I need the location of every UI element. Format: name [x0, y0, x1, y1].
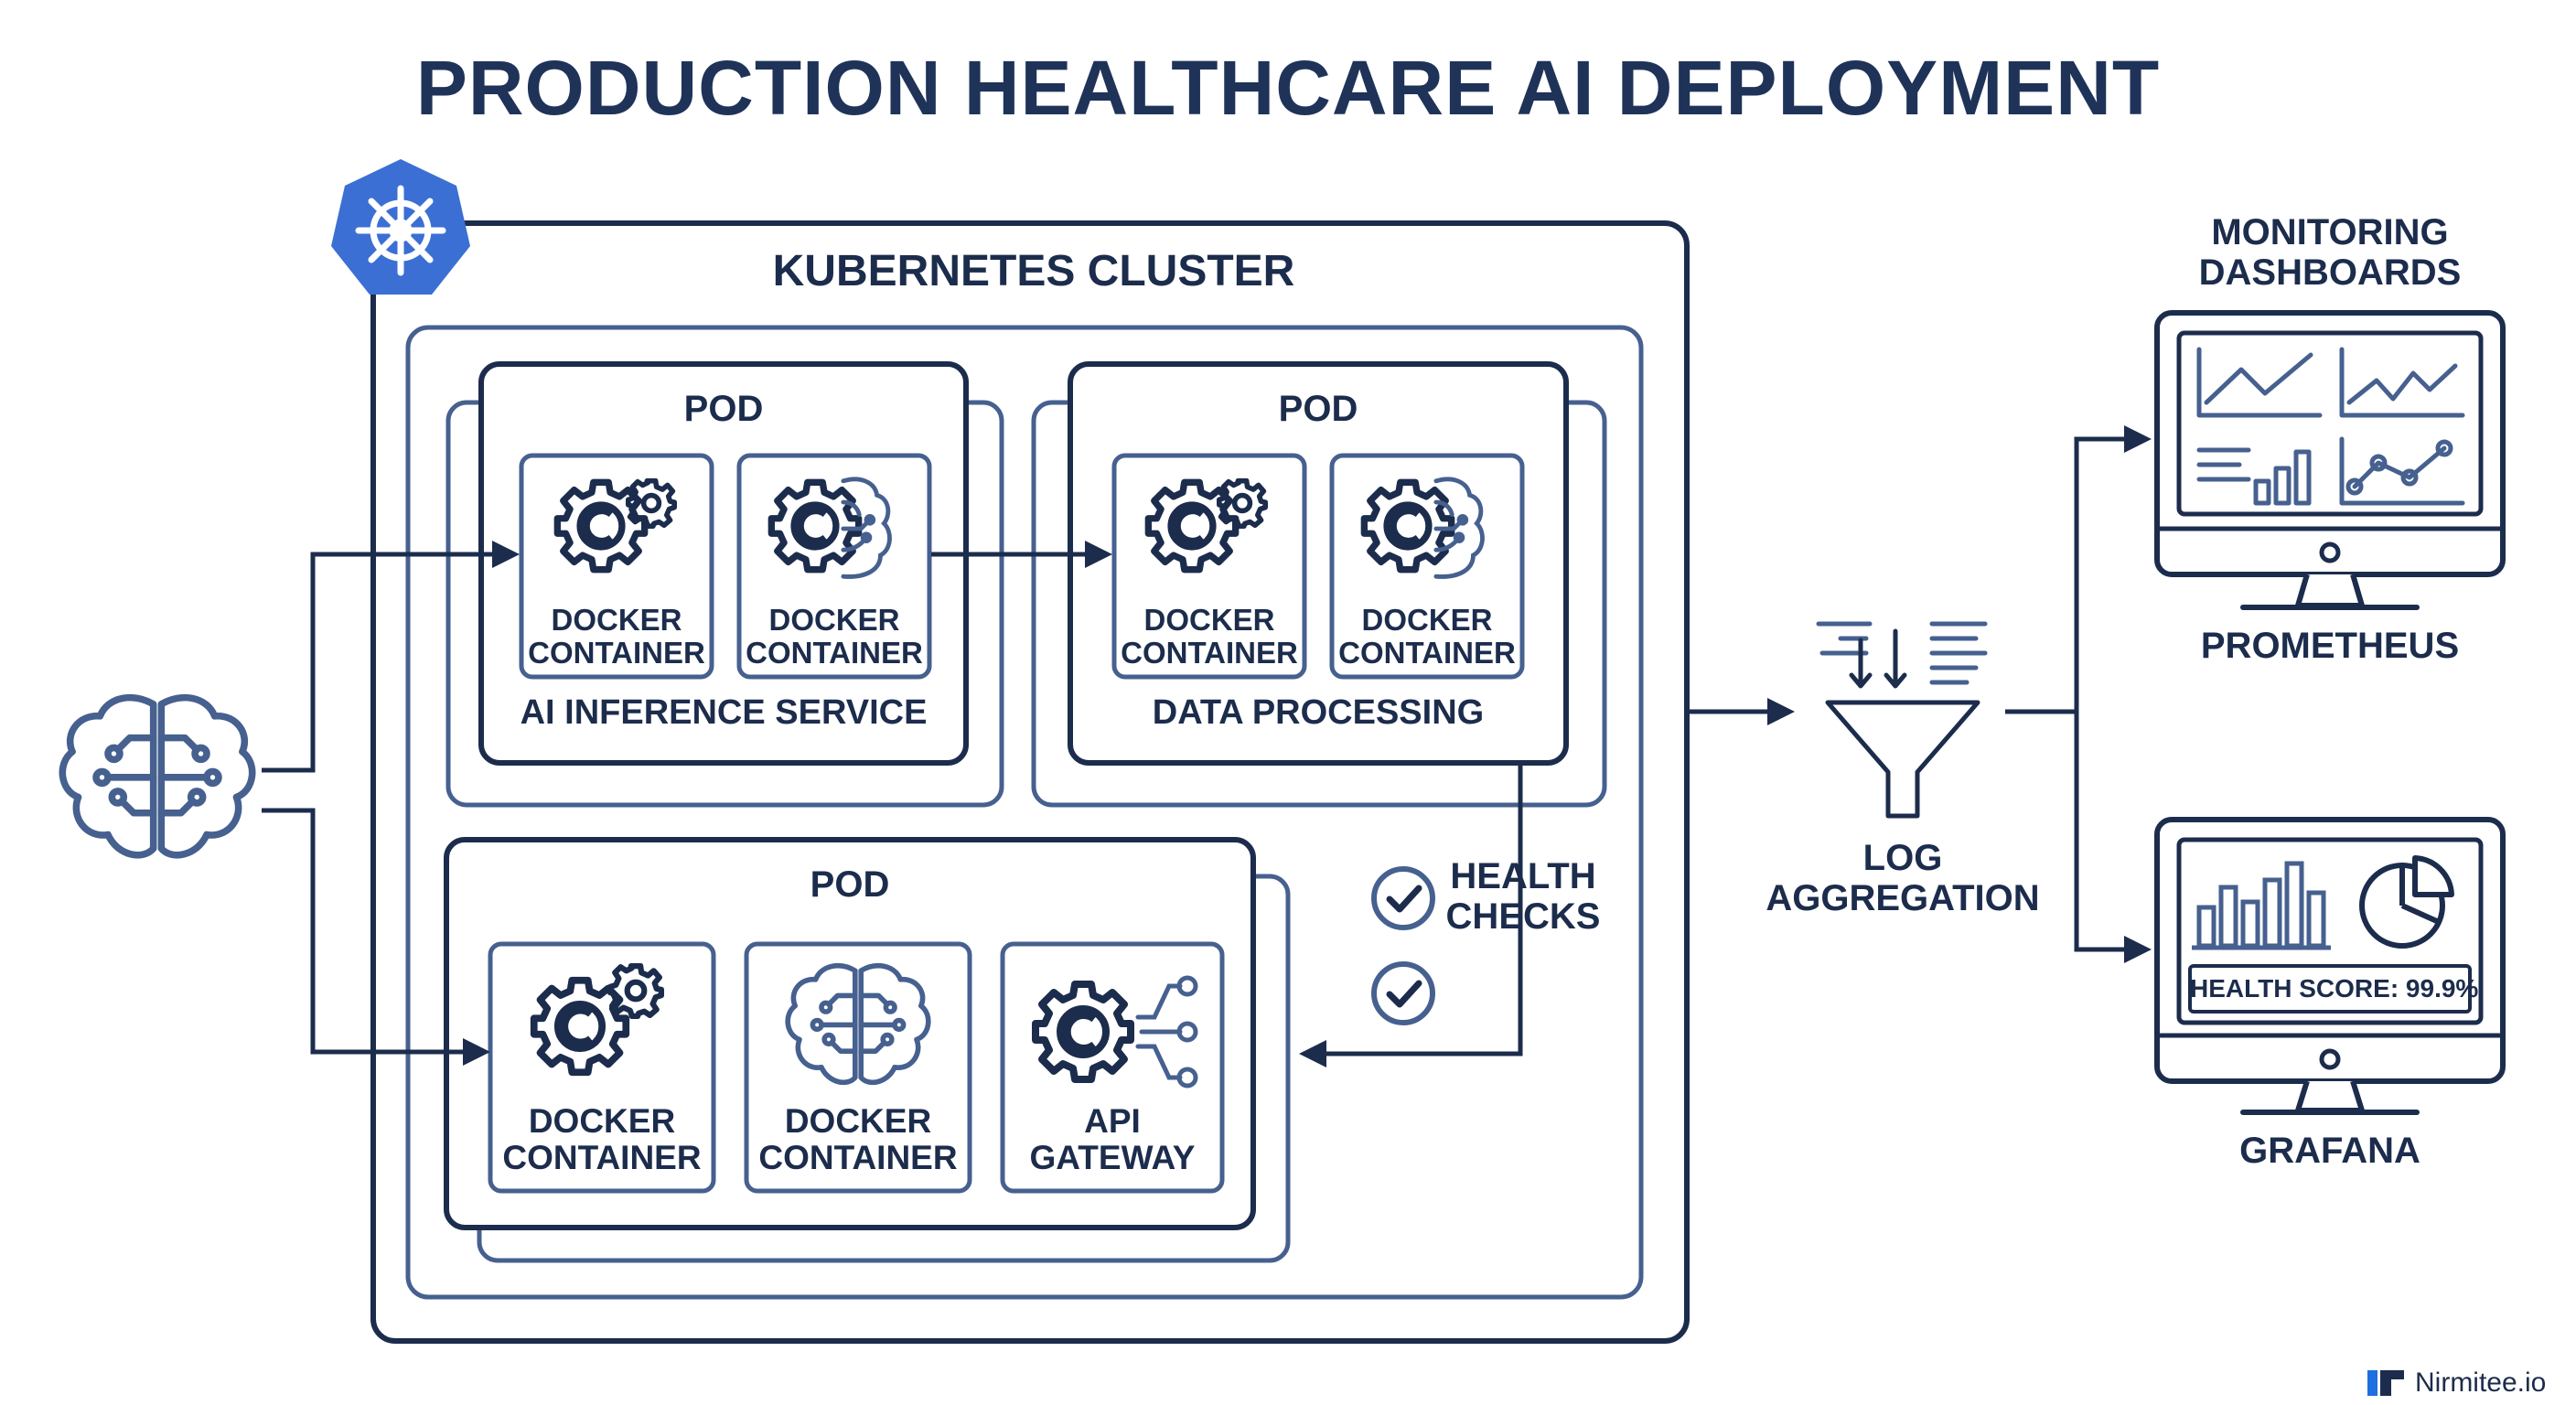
prometheus-label: PROMETHEUS — [2200, 626, 2460, 666]
pod-2-label: POD — [1278, 389, 1358, 429]
arrow-logs-to-grafana — [2074, 712, 2152, 963]
kubernetes-cluster-frame — [370, 220, 1690, 1344]
pod-1-service-label: AI INFERENCE SERVICE — [520, 693, 928, 732]
cluster-inner-frame — [405, 325, 1644, 1300]
brand-watermark: Nirmitee.io — [2367, 1367, 2546, 1400]
pod-3-label: POD — [810, 864, 890, 905]
grafana-label: GRAFANA — [2239, 1131, 2420, 1171]
arrow-source-to-inference — [262, 541, 520, 773]
gear-network-icon — [1036, 975, 1198, 1089]
pod-1-label: POD — [683, 389, 764, 429]
arrow-health-check-loop — [1299, 763, 1523, 1067]
arrow-logs-to-prometheus — [2074, 425, 2152, 712]
health-score-readout: HEALTH SCORE: 99.9% — [2190, 974, 2479, 1003]
monitor-bar-pie-icon — [2154, 817, 2506, 1115]
funnel-icon — [1816, 621, 1988, 819]
check-circle-icon — [1374, 869, 1433, 928]
page-title: PRODUCTION HEALTHCARE AI DEPLOYMENT — [415, 45, 2161, 131]
kubernetes-helm-icon — [331, 159, 470, 295]
cluster-label: KUBERNETES CLUSTER — [772, 247, 1295, 295]
brand-name: Nirmitee.io — [2415, 1367, 2547, 1398]
brand-logo-icon — [2367, 1370, 2404, 1396]
pod-3-container-2 — [744, 941, 972, 1194]
pod-2-service-label: DATA PROCESSING — [1152, 693, 1485, 732]
arrow-source-to-pod3 — [262, 808, 490, 1066]
check-circle-icon — [1374, 964, 1433, 1023]
monitor-charts-icon — [2154, 310, 2506, 610]
brain-icon — [62, 698, 252, 855]
